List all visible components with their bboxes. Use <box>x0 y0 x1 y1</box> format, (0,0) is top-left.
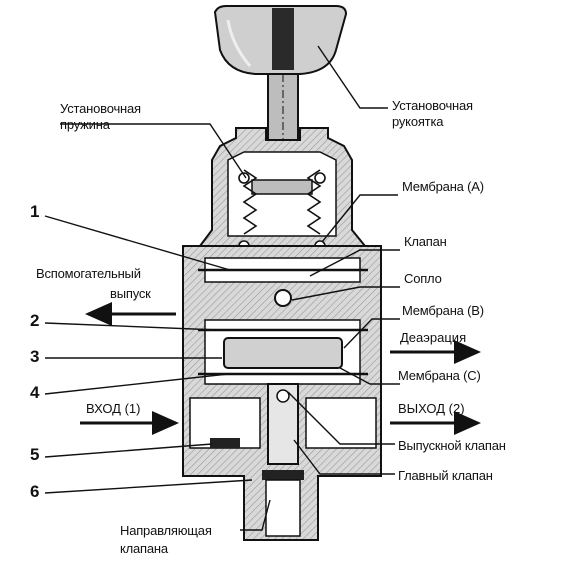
label-deaeration: Деаэрация <box>400 330 467 345</box>
part-number-4: 4 <box>30 383 40 402</box>
label-adjust-spring-line2: пружина <box>60 117 110 132</box>
part-number-2: 2 <box>30 311 40 330</box>
label-aux-exhaust-line2: выпуск <box>110 286 151 301</box>
label-valve: Клапан <box>404 234 447 249</box>
label-membrane-b: Мембрана (В) <box>402 303 484 318</box>
part-number-3: 3 <box>30 347 40 366</box>
bonnet <box>198 127 368 247</box>
label-membrane-a: Мембрана (А) <box>402 179 484 194</box>
label-adjust-spring-line1: Установочная <box>60 101 141 116</box>
flow-arrows <box>80 302 481 435</box>
label-nozzle: Сопло <box>404 271 442 286</box>
label-main-valve: Главный клапан <box>398 468 493 483</box>
label-inlet: ВХОД (1) <box>86 401 141 416</box>
regulator-body <box>182 245 382 541</box>
part-number-1: 1 <box>30 202 40 221</box>
label-exhaust-valve: Выпускной клапан <box>398 438 506 453</box>
adjusting-knob <box>213 5 348 75</box>
label-guide-line2: клапана <box>120 541 168 556</box>
part-number-6: 6 <box>30 482 40 501</box>
part-number-5: 5 <box>30 445 40 464</box>
label-guide-line1: Направляющая <box>120 523 212 538</box>
label-membrane-c: Мембрана (С) <box>398 368 481 383</box>
leader-lines <box>44 45 400 531</box>
label-outlet: ВЫХОД (2) <box>398 401 465 416</box>
label-aux-exhaust-line1: Вспомогательный <box>36 266 141 281</box>
label-adjust-knob-line1: Установочная <box>392 98 473 113</box>
label-adjust-knob-line2: рукоятка <box>392 114 444 129</box>
